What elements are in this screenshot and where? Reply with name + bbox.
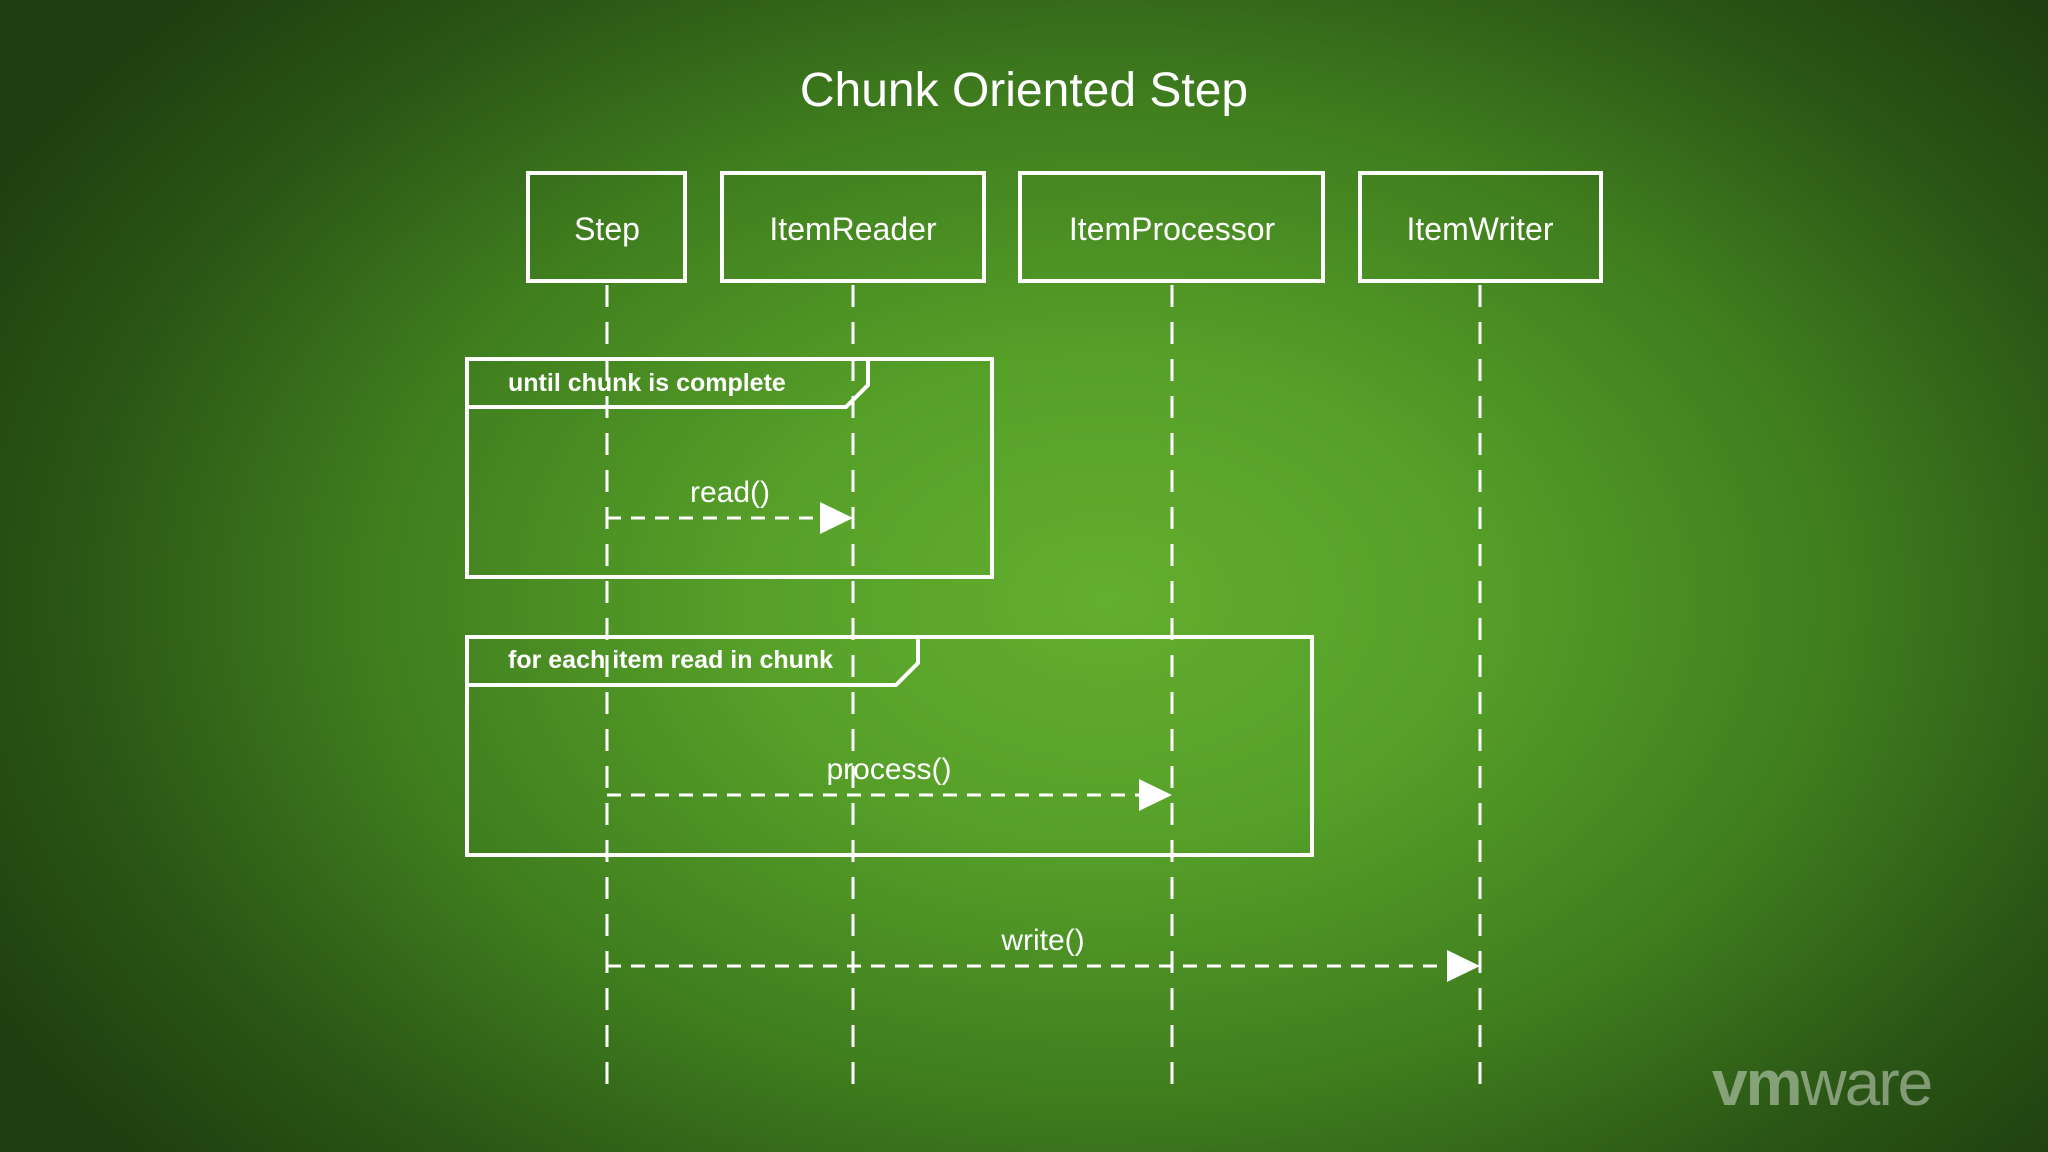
arrowhead-icon — [820, 502, 853, 534]
participant-item-writer: ItemWriter — [1358, 171, 1603, 283]
fragment-label: until chunk is complete — [508, 369, 786, 397]
message-label: process() — [826, 753, 951, 786]
participant-item-reader: ItemReader — [720, 171, 986, 283]
message-read: read() — [607, 476, 853, 534]
loop-fragment-read: until chunk is complete — [465, 357, 994, 579]
participant-label: ItemWriter — [1407, 211, 1554, 247]
message-process: process() — [607, 753, 1172, 811]
message-label: read() — [690, 476, 770, 509]
page-title: Chunk Oriented Step — [800, 64, 1248, 117]
participant-step: Step — [526, 171, 687, 283]
arrowhead-icon — [1139, 779, 1172, 811]
participant-label: Step — [574, 211, 640, 247]
participant-label: ItemProcessor — [1069, 211, 1276, 247]
participant-label: ItemReader — [769, 211, 937, 247]
fragment-label: for each item read in chunk — [508, 646, 833, 674]
arrowhead-icon — [1447, 950, 1480, 982]
vmware-logo: vmware — [1712, 1047, 1933, 1119]
message-write: write() — [607, 924, 1480, 982]
loop-fragment-process: for each item read in chunk — [465, 635, 1314, 857]
participant-item-processor: ItemProcessor — [1018, 171, 1325, 283]
message-label: write() — [1000, 924, 1084, 957]
